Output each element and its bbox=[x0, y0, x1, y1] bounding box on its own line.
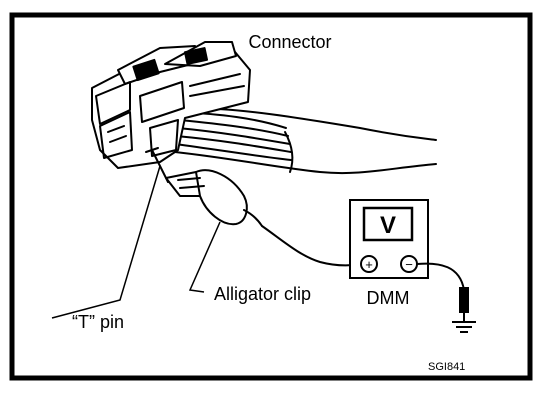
alligator-clip-leader bbox=[188, 221, 221, 293]
connector-rib bbox=[109, 135, 127, 143]
alligator-clip-boot bbox=[195, 169, 248, 226]
leader-lines bbox=[51, 165, 221, 319]
connector-label: Connector bbox=[248, 32, 331, 52]
negative-test-lead bbox=[416, 262, 465, 291]
connector-drawing bbox=[91, 41, 437, 175]
dmm-meter bbox=[349, 199, 476, 333]
ground-probe bbox=[459, 287, 469, 313]
t-pin-leader bbox=[51, 165, 161, 319]
latch-window bbox=[132, 58, 160, 82]
wire bbox=[177, 127, 291, 145]
harness-sheath-lower bbox=[174, 151, 437, 175]
alligator-clip-label: Alligator clip bbox=[214, 284, 311, 304]
latch-window bbox=[183, 47, 209, 65]
t-pin-label: “T” pin bbox=[72, 312, 124, 332]
dmm-label: DMM bbox=[367, 288, 410, 308]
figure-code: SGI841 bbox=[428, 361, 465, 373]
connector-rib bbox=[107, 125, 125, 133]
harness-sheath bbox=[189, 107, 437, 141]
probe-assembly bbox=[145, 147, 363, 267]
connector-rib bbox=[189, 73, 241, 87]
connector-front-face bbox=[99, 111, 133, 159]
connector-front-face bbox=[95, 81, 131, 125]
diagram-border bbox=[9, 12, 533, 381]
wire bbox=[179, 119, 289, 137]
dmm-minus-symbol: − bbox=[405, 257, 413, 272]
dmm-plus-terminal bbox=[360, 255, 378, 273]
clip-lead-start bbox=[243, 209, 263, 227]
wire bbox=[174, 143, 292, 161]
alligator-teeth bbox=[177, 177, 205, 189]
positive-test-lead bbox=[261, 225, 363, 267]
dmm-plus-symbol: + bbox=[365, 257, 373, 272]
dmm-display bbox=[362, 206, 414, 242]
dmm-display-reading: V bbox=[380, 212, 396, 239]
wire bbox=[175, 135, 292, 153]
connector-side-panel bbox=[149, 119, 179, 157]
connector-rib bbox=[189, 85, 245, 97]
connector-side-panel bbox=[139, 81, 185, 123]
